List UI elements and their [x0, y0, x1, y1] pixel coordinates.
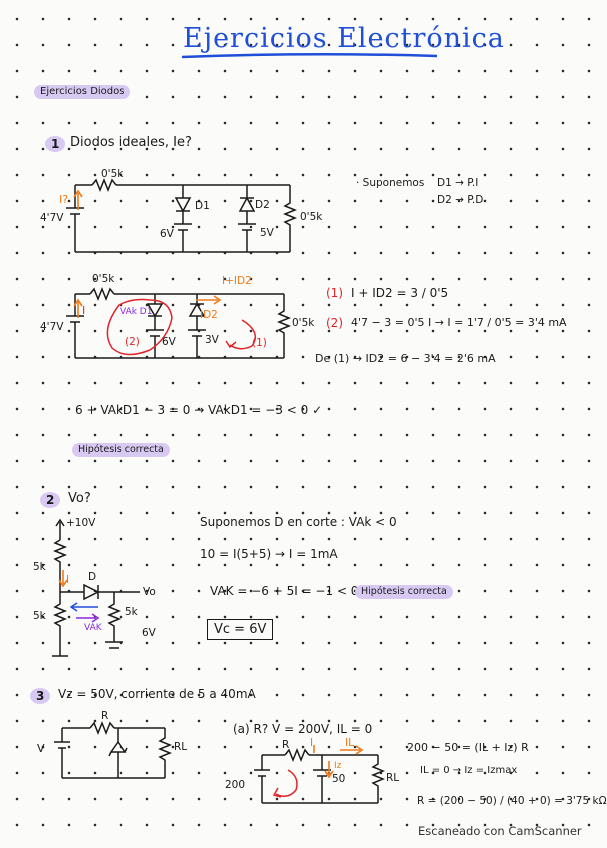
c2-current-sum-label: I+ID2	[222, 275, 252, 287]
section-heading: Ejercicios Diodos	[34, 85, 131, 99]
ex1-eq2-number: (2)	[326, 316, 343, 330]
c2-source-label: 4'7V	[40, 321, 64, 333]
c1-5v-label: 5V	[260, 227, 274, 239]
ex3-eq1: 200 − 50 = (IL + Iz) R	[407, 741, 529, 754]
c5-zener-label: 50	[332, 773, 346, 785]
c1-d1-label: D1	[195, 200, 210, 212]
c1-source-label: 4'7V	[40, 212, 64, 224]
c2-resistor-label: 0'5k	[92, 273, 115, 285]
c2-3v-label: 3V	[205, 334, 219, 346]
c3-supply-label: +10V	[66, 517, 96, 529]
ex3-eq2: IL = 0 → Iz = Izmax	[420, 765, 518, 776]
c4-resistor-label: R	[101, 710, 109, 722]
c1-current-label: I?	[59, 193, 69, 206]
c3-vo-label: Vo	[143, 586, 156, 598]
ex1-eq2: 4'7 − 3 = 0'5 I → I = 1'7 / 0'5 = 3'4 mA	[351, 316, 567, 329]
scanner-watermark: Escaneado con CamScanner	[418, 824, 582, 838]
c1-resistor-label: 0'5k	[101, 168, 124, 180]
exercise-3-heading: Vz = 50V, corriente de 5 a 40mA	[58, 687, 256, 701]
ex2-result-box: Vc = 6V	[207, 619, 274, 640]
ex2-hypothesis-badge: Hipótesis correcta	[355, 585, 453, 599]
exercise-3-number: 3	[30, 688, 51, 704]
c5-zener-current-label: Iz	[334, 761, 342, 771]
c3-bottom-resistor-label: 5k	[33, 610, 46, 622]
ex3-part-a-heading: (a) R? V = 200V, IL = 0	[233, 722, 373, 736]
c4-load-label: RL	[174, 741, 188, 753]
ex2-line3: VAK = −6 + 5I = −1 < 0	[210, 584, 359, 598]
page-title: Ejercicios Electrónica	[183, 23, 505, 54]
c2-current-label: I	[82, 304, 86, 317]
ex3-eq3: R = (200 − 50) / (40 + 0) = 3'75 kΩ	[417, 795, 607, 807]
c5-resistor-label: R	[282, 739, 290, 751]
c5-load-label: RL	[386, 772, 400, 784]
c1-d2-label: D2	[255, 199, 270, 211]
c2-load-label: 0'5k	[292, 317, 315, 329]
c1-load-label: 0'5k	[300, 211, 323, 223]
ex2-line2: 10 = I(5+5) → I = 1mA	[200, 547, 338, 561]
exercise-1-heading: Diodos ideales, Ie?	[70, 135, 192, 150]
c5-load-current-label: IL	[345, 737, 354, 749]
c4-source-label: V	[37, 742, 45, 755]
c3-vak-label: VAK	[84, 623, 102, 633]
ex1-eq1-number: (1)	[326, 286, 343, 300]
ex1-eq4: 6 + VAkD1 − 3 = 0 → VAkD1 = −3 < 0 ✓	[75, 403, 323, 417]
c2-id2-label: ID2	[200, 309, 218, 321]
exercise-2-number: 2	[40, 492, 61, 508]
c3-current-label: I	[66, 574, 70, 586]
ex1-hypothesis-badge: Hipótesis correcta	[72, 443, 170, 457]
c5-source-label: 200	[225, 779, 246, 791]
ex1-assume-d1: D1 → P.I	[437, 177, 479, 189]
ex1-assume: · Suponemos	[356, 177, 425, 189]
ex1-eq1: I + ID2 = 3 / 0'5	[351, 286, 449, 300]
c3-6v-label: 6V	[142, 627, 156, 639]
c2-vak-label: VAk D1	[120, 307, 153, 317]
c2-6v-label: 6V	[162, 336, 176, 348]
c3-top-resistor-label: 5k	[33, 561, 46, 573]
exercise-1-number: 1	[45, 136, 66, 152]
c2-mesh2-label: (2)	[125, 336, 140, 348]
c3-right-resistor-label: 5k	[125, 606, 138, 618]
c5-current-label: I	[310, 737, 314, 749]
c2-mesh1-label: (1)	[252, 337, 267, 349]
ex1-eq3: De (1) → ID2 = 6 − 3'4 = 2'6 mA	[315, 352, 496, 365]
c1-6v-label: 6V	[160, 228, 174, 240]
ex2-line1: Suponemos D en corte : VAk < 0	[200, 515, 397, 529]
c3-diode-label: D	[88, 571, 97, 583]
exercise-2-heading: Vo?	[68, 491, 91, 506]
ex1-assume-d2: D2 → P.D	[437, 194, 484, 206]
